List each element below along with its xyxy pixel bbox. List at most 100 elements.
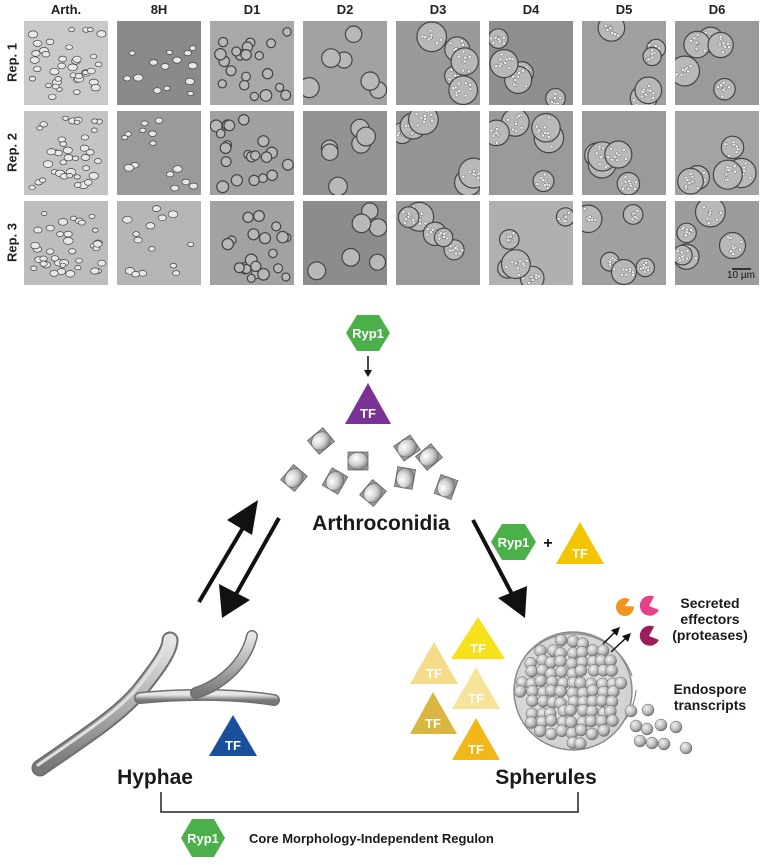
endospore	[621, 186, 625, 191]
micrograph-panel	[303, 111, 387, 195]
cell	[260, 151, 273, 163]
cell	[219, 142, 232, 155]
micrograph-panel	[489, 201, 573, 285]
endospore	[508, 234, 513, 239]
tf-label: TF	[470, 641, 486, 656]
endospore	[631, 98, 636, 103]
released-endospore	[640, 722, 654, 736]
tf-triangle-spherule-3: TF	[452, 667, 500, 709]
endospore	[454, 251, 458, 256]
endospore	[497, 64, 502, 69]
endospore	[732, 164, 737, 168]
endospore	[521, 261, 525, 266]
endospore	[616, 33, 621, 38]
endospore	[501, 35, 506, 40]
endospore	[685, 256, 689, 261]
cell	[254, 50, 265, 61]
cell	[42, 160, 54, 168]
endospore	[721, 41, 726, 46]
cell	[51, 83, 60, 90]
ryp1-hexagon-shape	[346, 315, 390, 351]
endospore	[476, 175, 480, 180]
cell	[148, 130, 157, 137]
cell	[169, 263, 178, 269]
cell	[149, 140, 157, 146]
endospore	[624, 157, 628, 161]
endospore	[628, 267, 633, 272]
endospore	[603, 24, 608, 28]
micrograph-panel	[396, 21, 480, 105]
endospore	[623, 175, 628, 179]
cell	[220, 156, 232, 168]
endospore	[681, 68, 685, 72]
endospore	[543, 172, 547, 177]
endospore	[629, 183, 633, 188]
arrowhead-spherules-icon	[498, 586, 527, 618]
cell	[257, 135, 270, 148]
cell	[28, 76, 37, 82]
endospore	[494, 130, 498, 135]
endospore	[556, 216, 561, 221]
endospore	[726, 42, 730, 46]
cell	[217, 36, 229, 48]
endospore	[738, 247, 742, 252]
endospore	[425, 232, 430, 237]
endospore	[605, 28, 610, 32]
endospore	[634, 103, 639, 105]
cell	[307, 261, 327, 281]
cell	[39, 260, 48, 267]
endospore	[448, 244, 453, 249]
endospore	[690, 179, 695, 184]
endospore	[681, 225, 686, 230]
endospore	[543, 183, 547, 188]
cell	[221, 237, 234, 251]
endospore	[531, 278, 535, 282]
endospore	[495, 140, 499, 145]
endospore	[644, 261, 648, 265]
column-label-8h: 8H	[150, 2, 168, 17]
stage-label-arthroconidia: Arthroconidia	[312, 512, 450, 535]
cell	[80, 134, 89, 141]
spherule-tf-cluster: TF TF TF TF TF	[410, 617, 505, 760]
arthroconidium-spore	[359, 478, 387, 508]
cell	[62, 146, 73, 154]
endospore	[688, 172, 693, 176]
cell	[153, 87, 162, 94]
released-endospore	[669, 720, 683, 734]
arthroconidium-spore	[306, 427, 336, 455]
endospore-transcripts-annotation: Endospore transcripts	[660, 681, 760, 713]
endospore	[648, 89, 653, 93]
endospore	[404, 217, 408, 222]
cell	[181, 178, 191, 186]
endospore	[597, 724, 610, 737]
endospore	[396, 133, 400, 138]
micrograph-panel	[675, 111, 759, 195]
cell	[124, 131, 132, 137]
cell	[57, 218, 69, 226]
cell	[238, 79, 250, 91]
cell	[281, 158, 294, 171]
endospore	[727, 45, 732, 50]
micrograph-panel	[210, 21, 294, 105]
micrograph-panel	[24, 21, 108, 105]
endospore	[479, 179, 480, 183]
endospore	[634, 180, 638, 184]
stage-label-spherules: Spherules	[495, 766, 597, 789]
arrowhead-up-icon	[227, 500, 258, 535]
effector-protease-maroon-icon	[639, 625, 659, 646]
cell	[65, 44, 73, 50]
endospore	[624, 267, 629, 272]
endospore	[504, 265, 509, 269]
endospore	[731, 252, 735, 256]
endospore	[437, 236, 442, 241]
endospore	[517, 114, 521, 118]
endospore	[743, 161, 748, 166]
cell	[249, 91, 260, 102]
column-label-d1: D1	[243, 2, 261, 17]
cell	[27, 30, 39, 39]
cell	[59, 262, 67, 268]
endospore	[731, 246, 736, 251]
endospore	[415, 123, 420, 128]
endospore	[686, 69, 690, 74]
cell	[90, 53, 98, 60]
